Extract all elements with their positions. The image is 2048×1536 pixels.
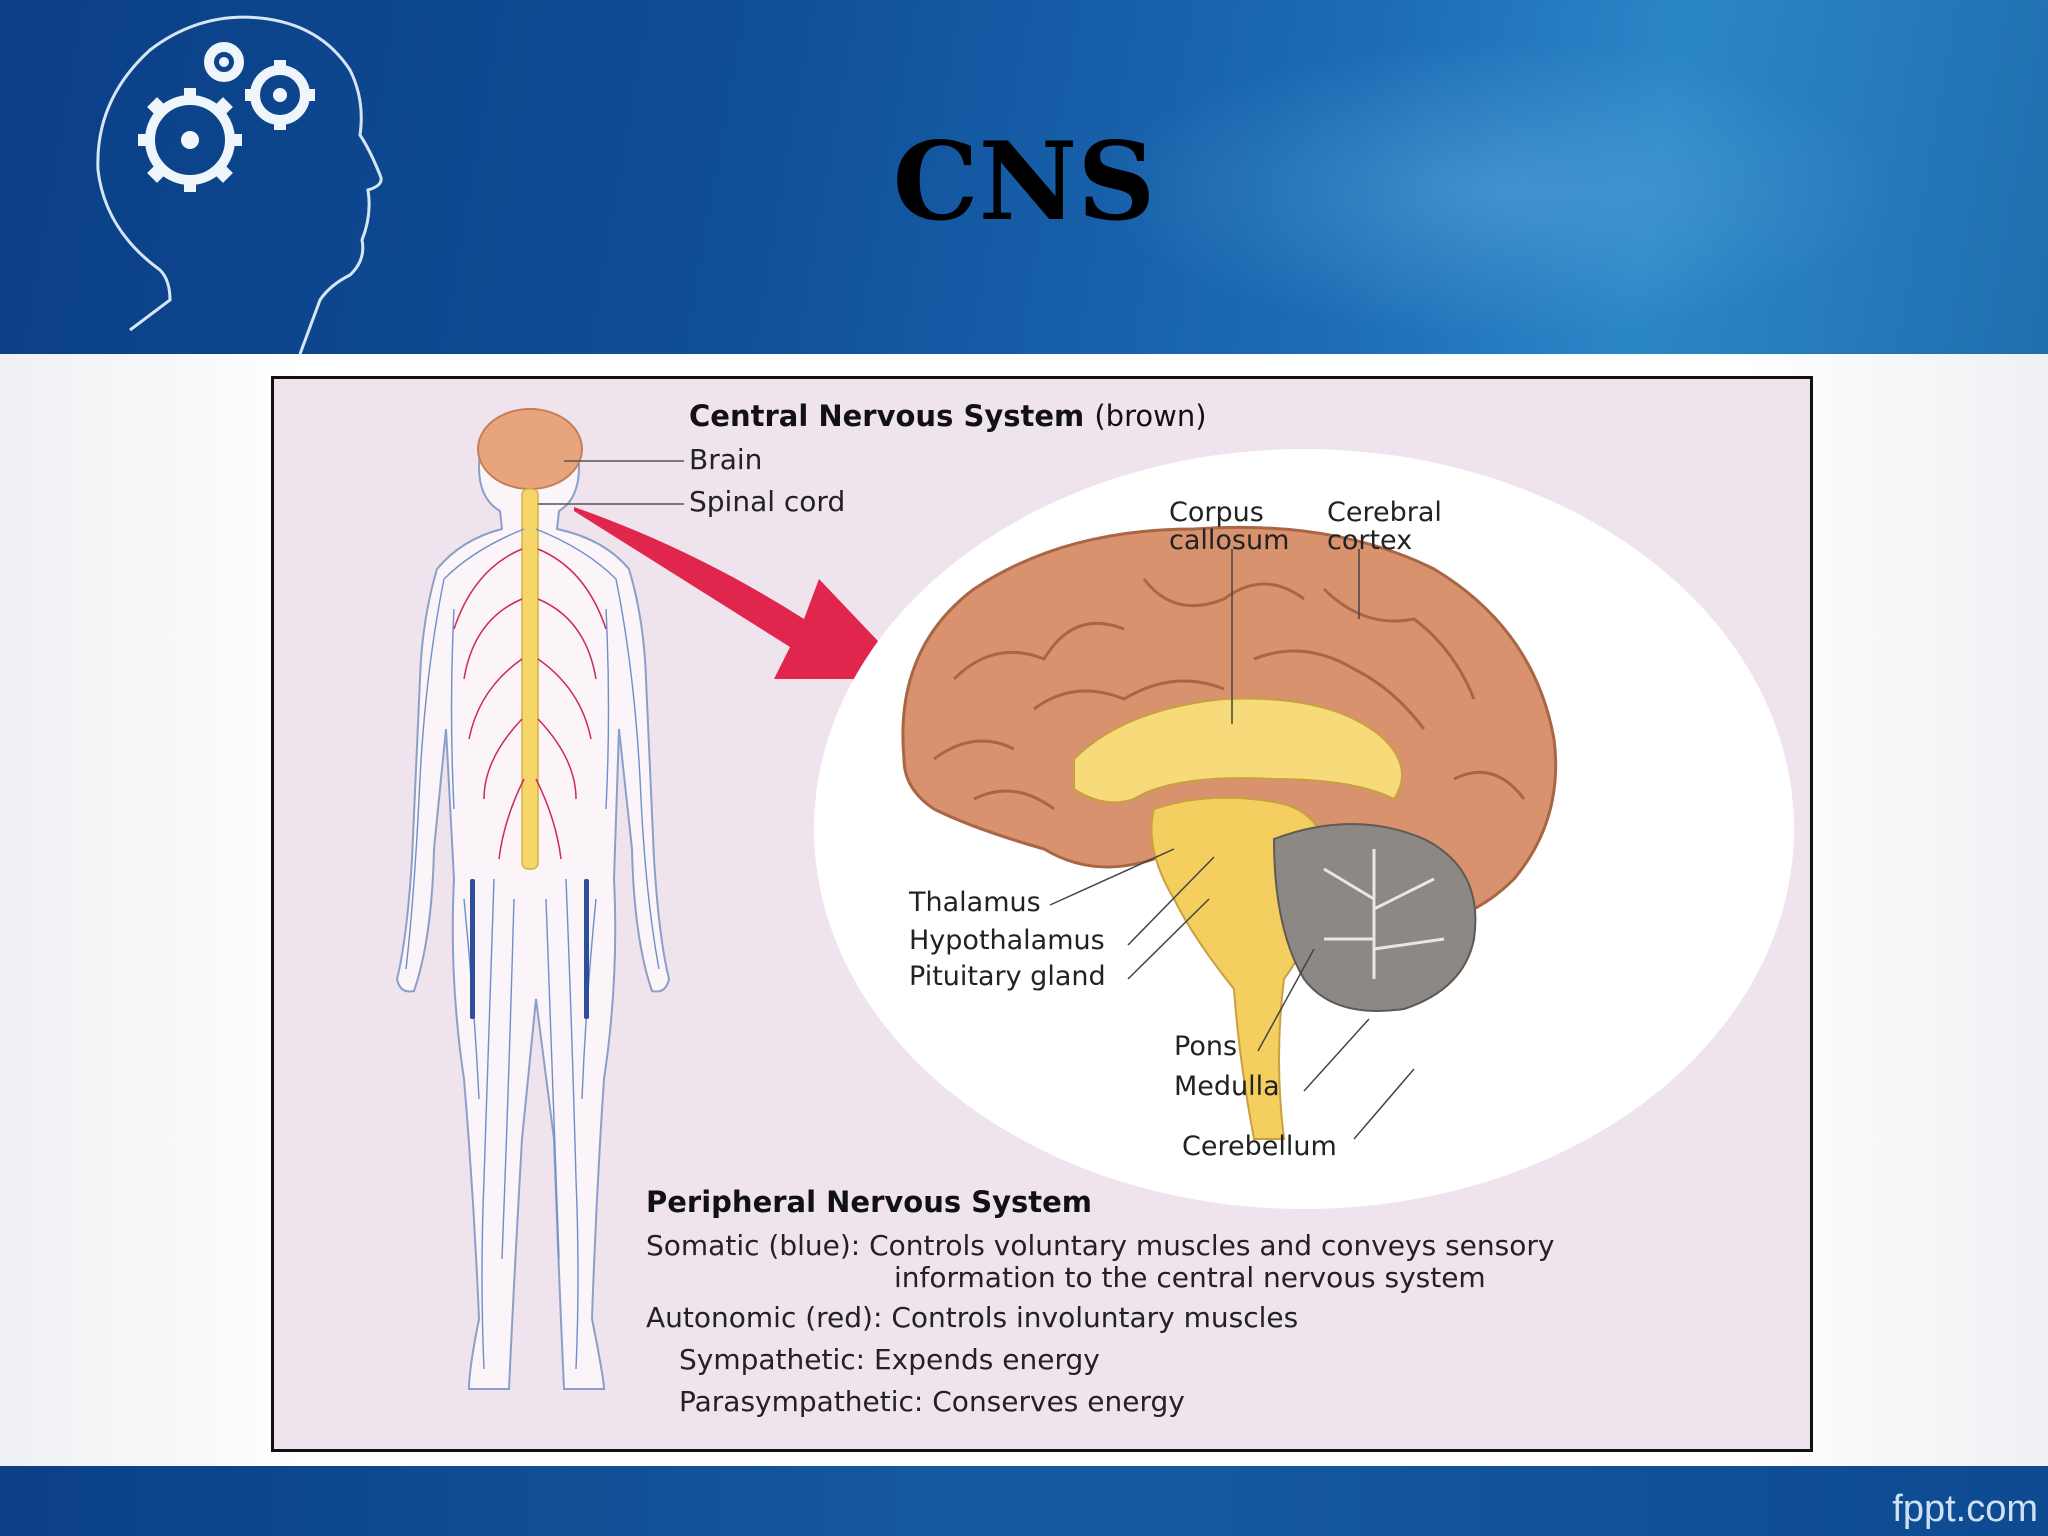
somatic-line2: information to the central nervous syste… <box>894 1261 1486 1294</box>
corpus-callosum-line2: callosum <box>1169 525 1290 557</box>
pituitary-gland-label: Pituitary gland <box>909 961 1106 992</box>
somatic-line1: Somatic (blue): Controls voluntary muscl… <box>646 1229 1555 1262</box>
nervous-system-figure: Central Nervous System (brown) Brain Spi… <box>271 376 1813 1452</box>
cns-heading-note: (brown) <box>1094 399 1207 433</box>
brain-cross-section-illustration <box>901 525 1558 1140</box>
figure-artwork <box>395 408 1794 1390</box>
human-body-figure <box>395 408 671 1390</box>
thalamus-label: Thalamus <box>909 887 1041 918</box>
arrow-shape <box>574 507 914 679</box>
cerebellum-label: Cerebellum <box>1182 1131 1337 1162</box>
pons-label: Pons <box>1174 1031 1238 1062</box>
cns-heading-text: Central Nervous System <box>689 399 1085 433</box>
spinal-cord-label: Spinal cord <box>689 485 846 518</box>
fppt-watermark: fppt.com <box>1892 1488 2038 1530</box>
cerebral-cortex-line1: Cerebral <box>1327 497 1442 528</box>
slide-header: CNS <box>0 0 2048 354</box>
slide-title: CNS <box>892 119 1156 245</box>
brain-label: Brain <box>689 443 763 476</box>
autonomic-line: Autonomic (red): Controls involuntary mu… <box>646 1301 1299 1334</box>
sympathetic-line: Sympathetic: Expends energy <box>679 1343 1100 1376</box>
pns-heading: Peripheral Nervous System <box>646 1185 1093 1219</box>
cerebral-cortex-label: Cerebral cortex <box>1327 497 1442 557</box>
header-glow <box>1100 40 1900 340</box>
corpus-callosum-label: Corpus callosum <box>1169 497 1290 557</box>
corpus-callosum-line1: Corpus <box>1169 497 1264 528</box>
parasympathetic-line: Parasympathetic: Conserves energy <box>679 1385 1185 1418</box>
head-gears-logo <box>96 15 383 354</box>
cerebral-cortex-line2: cortex <box>1327 525 1413 557</box>
hypothalamus-label: Hypothalamus <box>909 925 1105 956</box>
cns-heading: Central Nervous System (brown) <box>689 399 1207 433</box>
slide-footer <box>0 1466 2048 1536</box>
medulla-label: Medulla <box>1174 1071 1280 1102</box>
